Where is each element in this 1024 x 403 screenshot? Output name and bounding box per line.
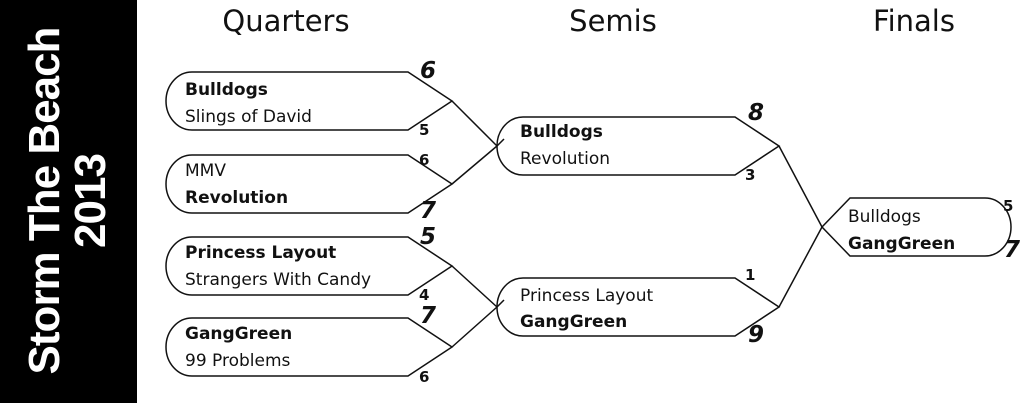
round-heading-finals: Finals	[873, 4, 955, 38]
round-heading-semis: Semis	[569, 4, 657, 38]
match-box-f1	[820, 197, 1012, 257]
connector-s2-f1	[778, 226, 823, 308]
connector-q3-s2	[451, 265, 498, 308]
s1-team-top: Bulldogs	[520, 122, 603, 142]
f1-team-bottom: GangGreen	[848, 234, 956, 254]
connector-s2-point	[496, 299, 505, 308]
f1-score-top: 5	[1003, 197, 1014, 215]
match-box-s1	[496, 116, 781, 176]
connector-s1-point	[496, 138, 505, 147]
match-box-q2	[165, 154, 454, 214]
s1-score-bottom: 3	[745, 166, 756, 184]
s2-team-bottom: GangGreen	[520, 312, 628, 332]
round-heading-quarters: Quarters	[222, 4, 350, 38]
q2-team-top: MMV	[185, 161, 226, 181]
q3-team-top: Princess Layout	[185, 243, 337, 263]
f1-score-bottom: 7	[1004, 237, 1021, 263]
s1-team-bottom: Revolution	[520, 149, 611, 169]
connector-q4-s2	[451, 306, 498, 348]
match-box-s2	[496, 277, 781, 337]
q1-score-top: 6	[420, 58, 437, 84]
q3-score-top: 5	[420, 224, 437, 250]
q1-score-bottom: 5	[419, 121, 430, 139]
q4-team-top: GangGreen	[185, 324, 293, 344]
q2-score-top: 6	[419, 151, 430, 169]
s2-score-bottom: 9	[748, 322, 765, 348]
s1-score-top: 8	[748, 100, 765, 126]
match-box-q3	[165, 236, 454, 296]
connector-q1-s1	[451, 100, 498, 147]
match-box-q4	[165, 317, 454, 377]
q1-team-bottom: Slings of David	[185, 107, 312, 127]
f1-team-top: Bulldogs	[848, 207, 921, 227]
q3-score-bottom: 4	[419, 286, 430, 304]
q2-team-bottom: Revolution	[185, 188, 289, 208]
q4-score-top: 7	[420, 303, 437, 329]
s2-team-top: Princess Layout	[520, 286, 654, 306]
q2-score-bottom: 7	[420, 198, 437, 224]
q3-team-bottom: Strangers With Candy	[185, 270, 372, 290]
q4-score-bottom: 6	[419, 368, 430, 386]
q4-team-bottom: 99 Problems	[185, 351, 291, 371]
match-box-q1	[165, 71, 454, 131]
connector-q2-s1	[451, 145, 498, 185]
sidebar: Storm The Beach 2013	[0, 0, 137, 403]
q1-team-top: Bulldogs	[185, 80, 268, 100]
s2-score-top: 1	[745, 266, 756, 284]
connector-s1-f1	[778, 145, 823, 228]
